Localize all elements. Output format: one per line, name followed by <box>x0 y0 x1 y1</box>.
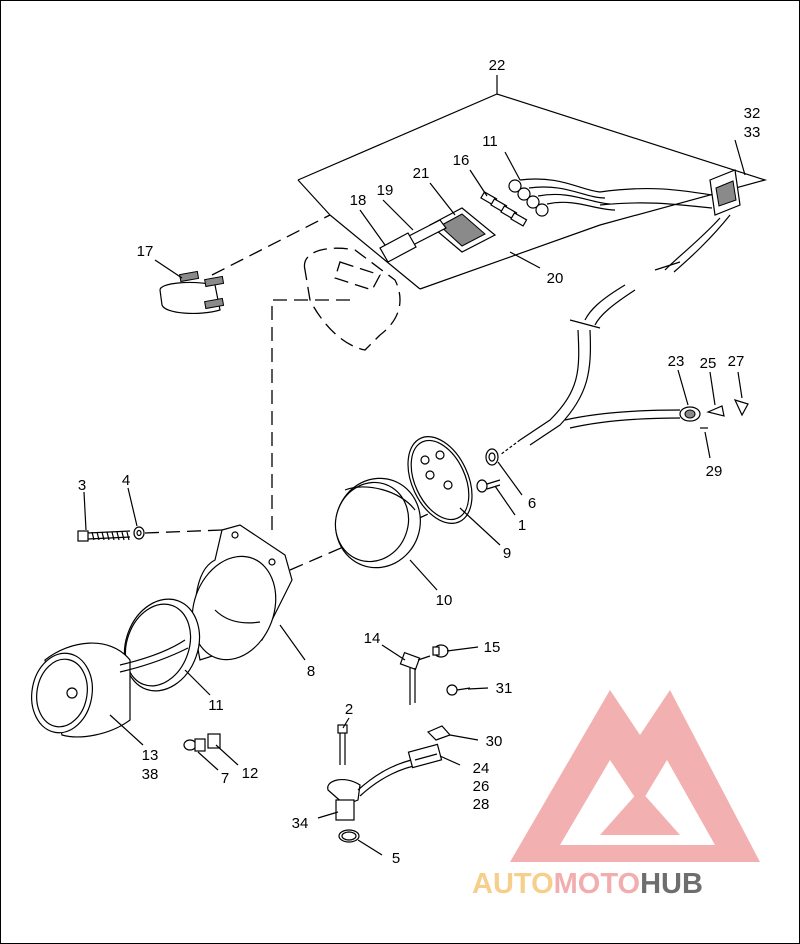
o-ring-5 <box>338 829 360 843</box>
cap-27 <box>733 399 749 417</box>
callout-2: 2 <box>345 701 353 718</box>
callout-5: 5 <box>392 850 400 867</box>
back-plate-9 <box>407 436 473 524</box>
terminals-16 <box>480 191 528 227</box>
leader-lines <box>83 139 746 856</box>
callout-8: 8 <box>307 663 315 680</box>
terminal-25 <box>706 405 725 417</box>
mounting-bracket-ghost <box>303 247 401 351</box>
watermark-logo: AUTOMOTOHUB <box>472 690 760 900</box>
plug-15 <box>432 644 449 658</box>
callout-29: 29 <box>706 463 723 480</box>
callout-7: 7 <box>221 770 229 787</box>
mounting-cup-8 <box>191 524 293 661</box>
callout-18: 18 <box>350 192 367 209</box>
callout-38: 38 <box>142 766 159 783</box>
clip-30 <box>426 725 452 741</box>
callout-13: 13 <box>142 747 159 764</box>
callout-17: 17 <box>137 243 154 260</box>
callout-4: 4 <box>122 472 130 489</box>
callout-24: 24 <box>473 760 490 777</box>
callout-15: 15 <box>484 639 501 656</box>
callout-22: 22 <box>489 57 506 74</box>
callout-33: 33 <box>744 124 761 141</box>
screw-2 <box>337 724 348 765</box>
callout-25: 25 <box>700 355 717 372</box>
callout-20: 20 <box>547 270 564 287</box>
callout-30: 30 <box>486 733 503 750</box>
washer-4 <box>133 526 145 540</box>
wire-terminals-11-top <box>508 178 616 217</box>
callout-11-top: 11 <box>482 133 498 150</box>
assembly-lines <box>144 214 438 631</box>
callout-16: 16 <box>453 152 470 169</box>
callout-labels: 22 32 33 11 21 16 18 19 17 20 23 25 27 2… <box>78 57 761 867</box>
callout-23: 23 <box>668 353 685 370</box>
callout-1: 1 <box>518 517 526 534</box>
callout-9: 9 <box>503 545 511 562</box>
seal-18 <box>379 232 417 263</box>
callout-12: 12 <box>242 765 259 782</box>
connector-24 <box>407 743 443 769</box>
callout-28: 28 <box>473 796 490 813</box>
bullet-connector-23 <box>679 406 701 422</box>
callout-32: 32 <box>744 105 761 122</box>
connector-housing-21 <box>428 207 497 253</box>
screw-3 <box>77 530 131 542</box>
socket-12 <box>207 733 221 749</box>
bulb-7 <box>183 738 206 752</box>
screw-31 <box>446 684 471 696</box>
callout-19: 19 <box>377 182 394 199</box>
grommet-6 <box>485 448 499 466</box>
speed-sensor-34 <box>327 757 423 821</box>
watermark-moto: MOTO <box>554 868 640 900</box>
retaining-ring-10 <box>334 477 421 569</box>
callout-6: 6 <box>528 495 536 512</box>
callout-14: 14 <box>364 630 381 647</box>
callout-31: 31 <box>496 680 513 697</box>
watermark-brand-text: AUTOMOTOHUB <box>472 868 703 900</box>
callout-26: 26 <box>473 778 490 795</box>
callout-21: 21 <box>413 165 430 182</box>
gauge-assembly-13 <box>31 639 189 738</box>
kit-outline-22 <box>297 75 768 290</box>
callout-11-bottom: 11 <box>208 697 224 714</box>
switch-14 <box>399 651 431 705</box>
screw-1 <box>476 479 501 493</box>
callout-27: 27 <box>728 353 745 370</box>
callout-3: 3 <box>78 477 86 494</box>
watermark-inner-triangle <box>600 790 680 835</box>
wiring-harness <box>499 169 741 456</box>
callout-34: 34 <box>292 815 309 832</box>
callout-10: 10 <box>436 592 453 609</box>
lens-ring-11 <box>123 598 201 692</box>
watermark-hub: HUB <box>640 868 703 900</box>
bracket-17 <box>159 270 225 314</box>
watermark-auto: AUTO <box>472 868 554 900</box>
